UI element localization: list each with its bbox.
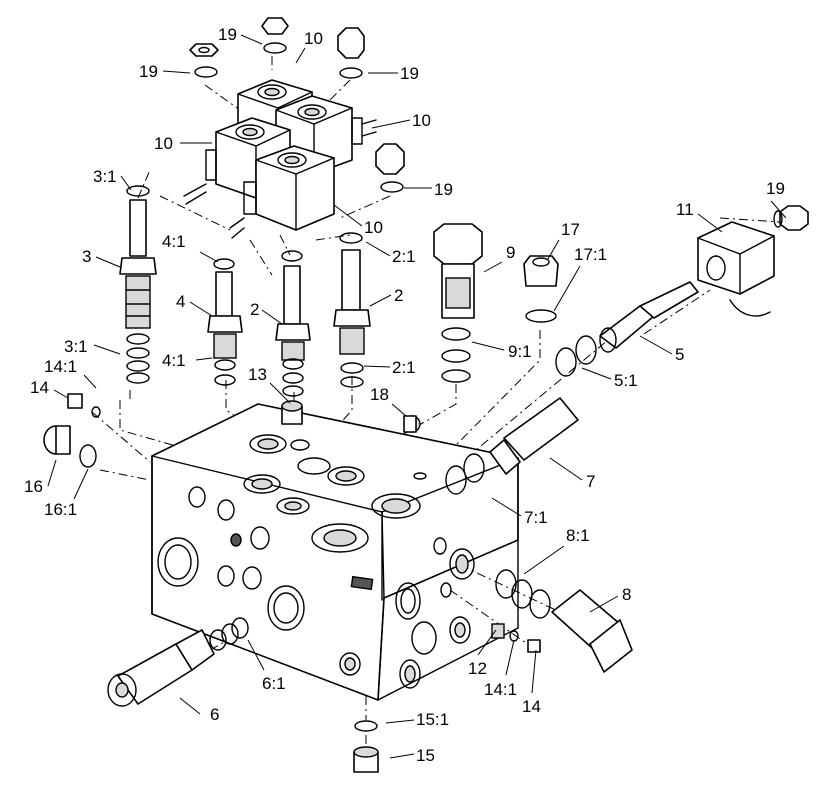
callout-leader-line xyxy=(697,213,723,233)
callout-leader-line xyxy=(589,595,619,613)
callout-label: 19 xyxy=(766,179,785,198)
callout-label: 2:1 xyxy=(392,358,416,377)
callout-label: 8:1 xyxy=(566,526,590,545)
callout-label: 14:1 xyxy=(484,680,517,699)
callout-label: 7 xyxy=(586,472,595,491)
callout-label: 10 xyxy=(154,134,173,153)
cartridge-valves xyxy=(119,185,371,425)
callout-leader-line xyxy=(195,357,213,361)
callout-label: 17:1 xyxy=(574,245,607,264)
callout-label: 8 xyxy=(622,585,631,604)
callout-label: 9 xyxy=(506,243,515,262)
callout-label: 5 xyxy=(675,345,684,364)
callout-leader-line xyxy=(483,261,503,273)
callout-leader-line xyxy=(505,639,515,676)
callout-leader-line xyxy=(477,629,497,656)
callout-leader-line xyxy=(549,457,583,481)
callout-leader-line xyxy=(53,389,69,399)
callout-leader-line xyxy=(391,403,407,417)
callout-leader-line xyxy=(333,204,363,227)
callout-label: 14:1 xyxy=(44,357,77,376)
callout-label: 3:1 xyxy=(64,337,88,356)
callout-label: 10 xyxy=(364,218,383,237)
callout-label: 15:1 xyxy=(416,710,449,729)
callout-label: 2 xyxy=(394,286,403,305)
callout-leader-line xyxy=(73,468,89,500)
callout-leader-line xyxy=(93,344,121,355)
callout-leader-line xyxy=(120,175,132,191)
callout-label: 5:1 xyxy=(614,371,638,390)
auxiliary-parts xyxy=(43,205,809,773)
callout-label: 12 xyxy=(468,659,487,678)
callout-leader-line xyxy=(389,753,415,759)
callout-leader-line xyxy=(770,200,787,219)
callout-leader-line xyxy=(547,239,560,260)
callout-label: 7:1 xyxy=(524,508,548,527)
callout-label: 14 xyxy=(30,378,49,397)
callout-leader-line xyxy=(581,367,612,380)
callout-label: 2:1 xyxy=(392,247,416,266)
callout-label: 16:1 xyxy=(44,500,77,519)
callout-label: 4:1 xyxy=(162,351,186,370)
callout-leader-line xyxy=(363,365,391,368)
callout-leader-line xyxy=(83,374,97,389)
callout-leader-line xyxy=(471,341,505,351)
callout-leader-line xyxy=(371,119,411,129)
manifold-block xyxy=(151,403,519,701)
callout-leader-line xyxy=(261,309,283,325)
callout-leader-line xyxy=(369,294,392,307)
assembly-guide-lines xyxy=(91,56,781,748)
callout-leader-line xyxy=(531,649,537,694)
callout-label: 10 xyxy=(304,29,323,48)
callout-label: 10 xyxy=(412,111,431,130)
callout-leader-line xyxy=(295,47,306,64)
callout-leader-line xyxy=(240,34,263,45)
callout-label: 13 xyxy=(248,365,267,384)
callout-leader-line xyxy=(189,301,213,317)
callout-label: 14 xyxy=(522,697,541,716)
callout-label: 4:1 xyxy=(162,232,186,251)
callout-label: 19 xyxy=(400,64,419,83)
callout-leader-line xyxy=(523,545,565,575)
callout-label: 18 xyxy=(370,385,389,404)
callout-label: 15 xyxy=(416,746,435,765)
callout-labels: 19 19 10 19 10 10 19 3:1 10 19 11 17 17:1 9 2:1 4:1 3 2 4 2… xyxy=(24,25,787,765)
callout-leader-line xyxy=(179,697,201,715)
callout-leader-line xyxy=(162,70,191,74)
callout-label: 17 xyxy=(561,220,580,239)
callout-leader-line xyxy=(269,382,291,404)
callout-leader-line xyxy=(47,459,57,487)
callout-label: 4 xyxy=(176,292,185,311)
solenoid-coil-stack xyxy=(183,17,405,239)
callout-label: 9:1 xyxy=(508,342,532,361)
callout-label: 16 xyxy=(24,477,43,496)
callout-label: 2 xyxy=(250,300,259,319)
callout-leader-line xyxy=(385,719,415,724)
callout-leader-line xyxy=(247,639,265,671)
callout-label: 19 xyxy=(218,25,237,44)
callout-leader-line xyxy=(199,251,219,263)
callout-label: 19 xyxy=(139,62,158,81)
callout-label: 19 xyxy=(434,180,453,199)
callout-leader-line xyxy=(553,265,581,312)
callout-label: 3 xyxy=(82,247,91,266)
callout-label: 6 xyxy=(210,705,219,724)
callout-leader-line xyxy=(95,256,121,268)
callout-label: 3:1 xyxy=(93,167,117,186)
callout-label: 11 xyxy=(676,200,694,219)
callout-leader-line xyxy=(639,335,673,355)
callout-leader-line xyxy=(491,497,522,517)
callout-label: 6:1 xyxy=(262,674,286,693)
callout-leader-line xyxy=(365,241,391,257)
